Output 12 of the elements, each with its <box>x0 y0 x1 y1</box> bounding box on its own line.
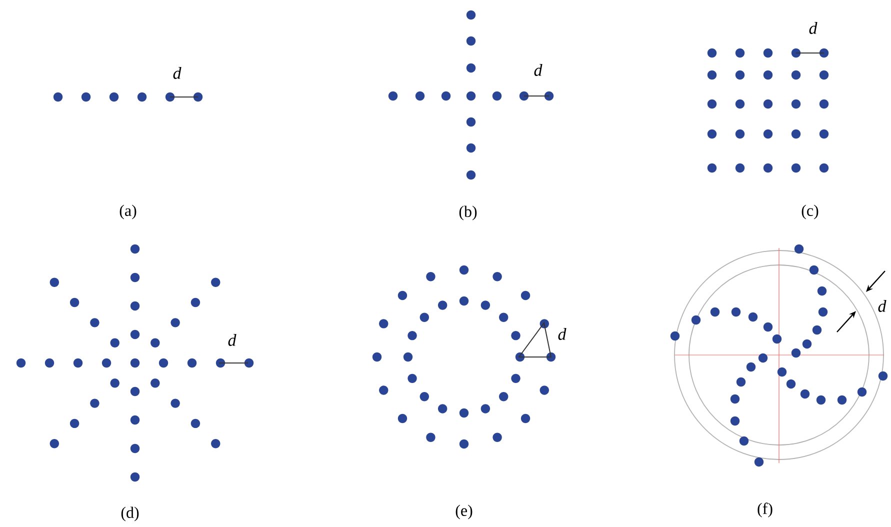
panel-label: (d) <box>121 506 139 522</box>
panel-label: (e) <box>456 504 472 520</box>
dimension-label: d <box>173 67 182 79</box>
dimension-label: d <box>558 328 566 340</box>
dimension-label: d <box>809 22 818 34</box>
dimension-label: d <box>534 64 542 76</box>
panel-label: (c) <box>802 204 818 220</box>
dimension-label: d <box>228 334 236 346</box>
dimension-label: d <box>878 300 886 312</box>
panel-label: (a) <box>120 204 136 220</box>
panel-label: (f) <box>758 502 772 518</box>
panel-label: (b) <box>459 206 477 220</box>
